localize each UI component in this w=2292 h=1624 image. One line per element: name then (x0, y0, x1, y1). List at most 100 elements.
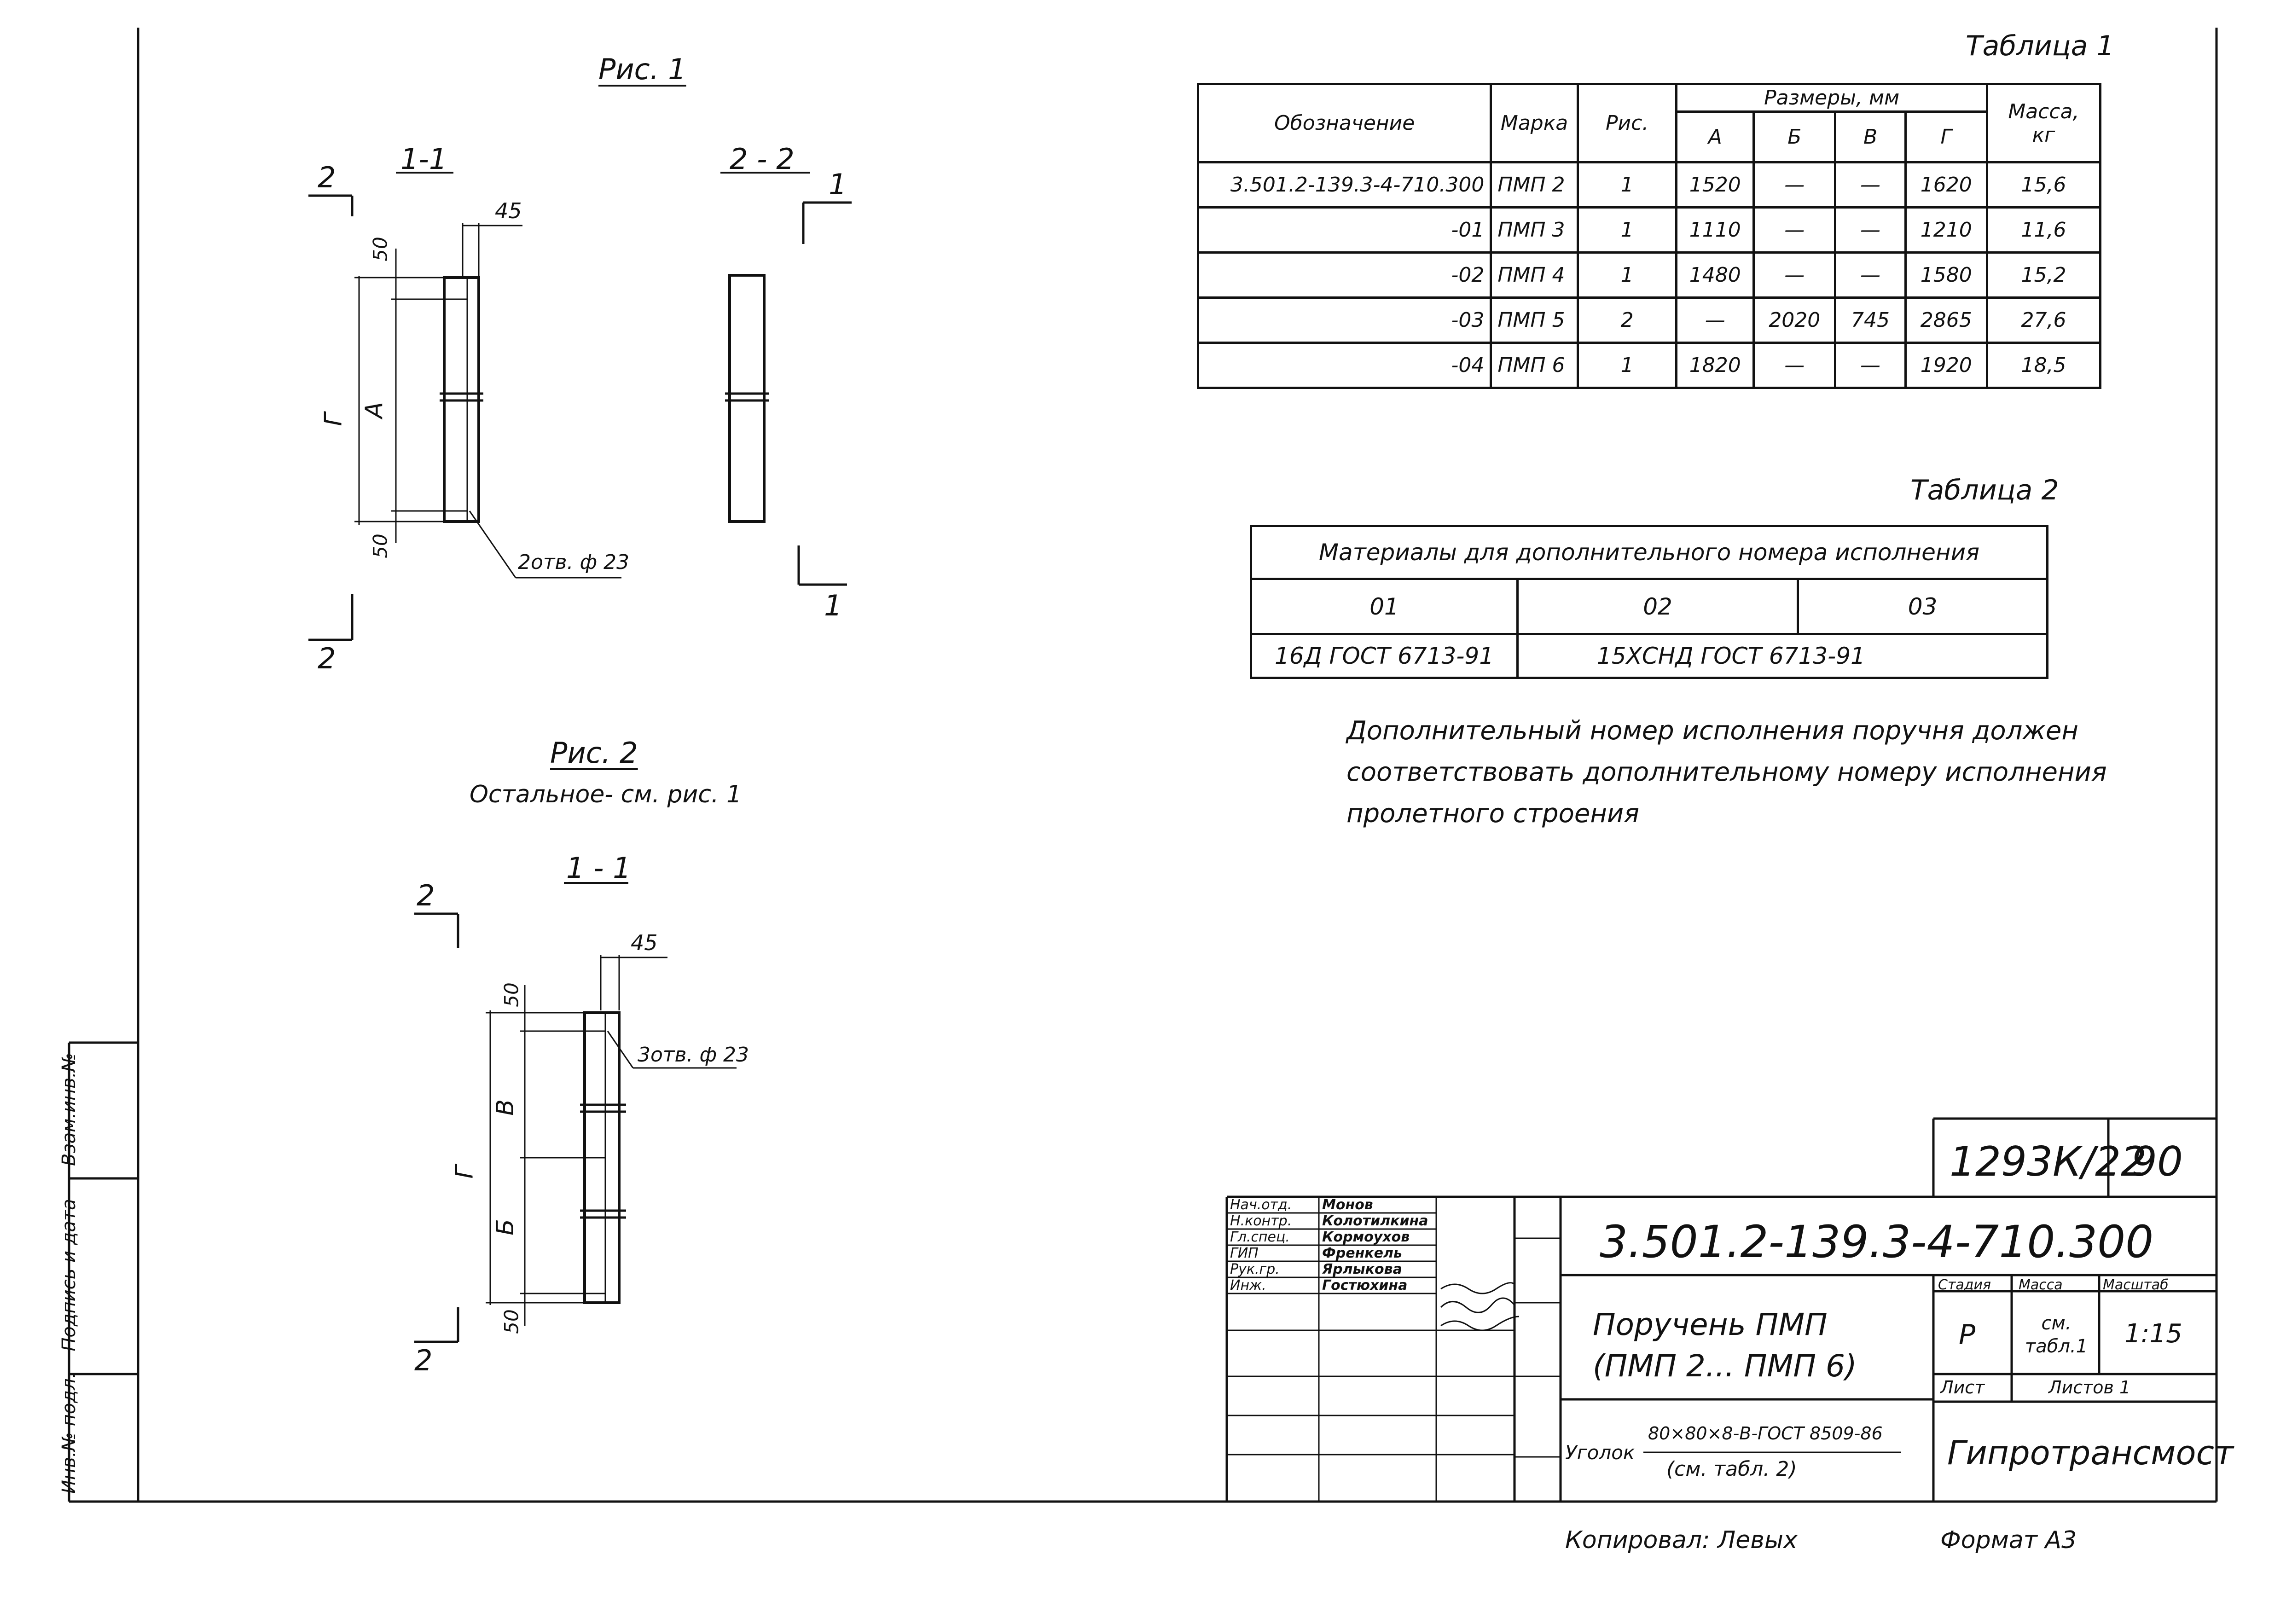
table1-cell: 1620 (1904, 161, 1988, 209)
fig2-dim-g: Г (451, 1165, 479, 1179)
table1-cell: — (1752, 206, 1837, 254)
table1-cell: ПМП 3 (1490, 206, 1579, 254)
stamp-role: Инж. (1230, 1277, 1266, 1293)
table1-header-mark: Марка (1490, 83, 1579, 163)
fig1-dim-a: А (360, 402, 388, 418)
table1-cell: -04 (1196, 342, 1492, 389)
table1-cell: -03 (1196, 296, 1492, 344)
table1-cell: 1 (1576, 342, 1678, 389)
fig1-dim-g: Г (319, 412, 348, 426)
note-line-2: соответствовать дополнительному номеру и… (1346, 757, 2107, 787)
stamp-name: Кормоухов (1322, 1229, 1410, 1245)
table1-cell: 1820 (1675, 342, 1755, 389)
stamp-sheet-label: Лист (1940, 1377, 1985, 1398)
table1-cell: — (1834, 206, 1907, 254)
stamp-material-label: Уголок (1565, 1441, 1635, 1464)
side-stamp-replace: Взам.инв.№ (58, 1052, 80, 1166)
table1-cell: — (1834, 161, 1907, 209)
stamp-sheets-label: Листов 1 (2048, 1377, 2131, 1398)
fig1-mark-1-top: 1 (829, 168, 847, 201)
fig1-holes: 2отв. ф 23 (518, 551, 630, 574)
note-line-3: пролетного строения (1346, 799, 1640, 829)
table1-cell: 745 (1834, 296, 1907, 344)
table1-header-designation: Обозначение (1196, 83, 1492, 163)
table1-header-sizes: Размеры, мм (1675, 83, 1988, 113)
table1-cell: — (1752, 342, 1837, 389)
table2: Материалы для дополнительного номера исп… (1250, 525, 2048, 679)
fig2-holes: 3отв. ф 23 (638, 1043, 749, 1067)
table1-cell: 1 (1576, 206, 1678, 254)
table1-cell: -01 (1196, 206, 1492, 254)
stamp-org: Гипротрансмост (1947, 1433, 2234, 1472)
side-stamp-signature: Подпись и дата (58, 1199, 80, 1351)
table1-cell: — (1752, 251, 1837, 299)
stamp-stage: Р (1959, 1319, 1976, 1351)
table1-cell: 2020 (1752, 296, 1837, 344)
table1-cell: — (1834, 342, 1907, 389)
table1-header-v: В (1834, 110, 1907, 163)
stamp-mass: см. табл.1 (2025, 1313, 2088, 1357)
stamp-name: Монов (1322, 1197, 1373, 1213)
fig2-subtitle: Остальное- см. рис. 1 (470, 781, 742, 808)
fig2-dim-50-bottom: 50 (500, 1309, 523, 1334)
table1-cell: 1210 (1904, 206, 1988, 254)
table2-col-02: 02 (1516, 578, 1799, 635)
stamp-sheet-no: 90 (2131, 1138, 2183, 1185)
table1-cell: 2 (1576, 296, 1678, 344)
stamp-name: Колотилкина (1322, 1213, 1428, 1229)
table1-header-fig: Рис. (1576, 83, 1678, 163)
stamp-material-bottom: (см. табл. 2) (1666, 1457, 1797, 1481)
table1-cell: 18,5 (1985, 342, 2102, 389)
fig1-mark-2-top: 2 (318, 161, 336, 194)
table1-cell: 1580 (1904, 251, 1988, 299)
footer-copied: Копировал: Левых (1565, 1526, 1798, 1554)
fig1-title: Рис. 1 (598, 52, 686, 86)
fig2-dim-45: 45 (631, 930, 658, 955)
table1-cell: 15,2 (1985, 251, 2102, 299)
footer-format: Формат А3 (1940, 1526, 2077, 1554)
stamp-scale-label: Масштаб (2103, 1277, 2169, 1293)
fig1-section-1-1: 1-1 (400, 142, 447, 176)
table1-cell: ПМП 2 (1490, 161, 1579, 209)
table1-cell: 1480 (1675, 251, 1755, 299)
table2-col-01: 01 (1250, 578, 1519, 635)
table1-cell: — (1834, 251, 1907, 299)
table1-cell: -02 (1196, 251, 1492, 299)
table1-cell: 1110 (1675, 206, 1755, 254)
stamp-name: Френкель (1322, 1245, 1402, 1261)
table2-material-01: 16Д ГОСТ 6713-91 (1250, 633, 1519, 679)
stamp-title-line1: Поручень ПМП (1593, 1307, 1828, 1342)
table1-header-a: А (1675, 110, 1755, 163)
table1-header-mass: Масса, кг (1985, 83, 2102, 163)
table1-cell: ПМП 6 (1490, 342, 1579, 389)
stamp-album: 1293К/22 (1950, 1138, 2147, 1185)
fig2-title: Рис. 2 (550, 736, 638, 770)
table1-cell: 2865 (1904, 296, 1988, 344)
table1-cell: ПМП 5 (1490, 296, 1579, 344)
table1-caption: Таблица 1 (1966, 30, 2114, 62)
fig2-dim-v: В (491, 1099, 519, 1116)
fig1-mark-2-bottom: 2 (318, 642, 336, 675)
stamp-stage-label: Стадия (1938, 1277, 1991, 1293)
table1-cell: 1 (1576, 161, 1678, 209)
stamp-role: Гл.спец. (1230, 1229, 1290, 1245)
table1-header-g: Г (1904, 110, 1988, 163)
fig2-mark-2-bottom: 2 (414, 1344, 433, 1377)
fig1-dim-50-top: 50 (369, 237, 392, 261)
stamp-role: Нач.отд. (1230, 1197, 1292, 1213)
table1-cell: 3.501.2-139.3-4-710.300 (1196, 161, 1492, 209)
stamp-title-line2: (ПМП 2... ПМП 6) (1593, 1348, 1857, 1384)
stamp-role: Рук.гр. (1230, 1261, 1280, 1277)
table1-cell: 27,6 (1985, 296, 2102, 344)
table2-header: Материалы для дополнительного номера исп… (1250, 525, 2048, 580)
table1-cell: 1920 (1904, 342, 1988, 389)
table1-cell: 1 (1576, 251, 1678, 299)
table2-caption: Таблица 2 (1910, 474, 2059, 506)
